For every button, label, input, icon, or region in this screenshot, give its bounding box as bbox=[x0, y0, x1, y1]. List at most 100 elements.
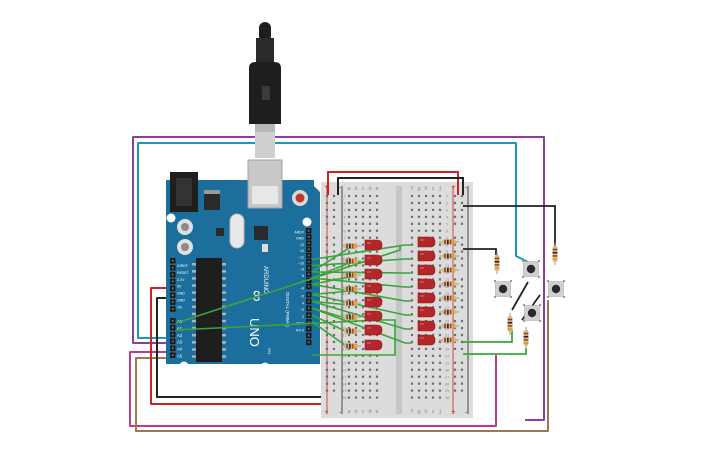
breadboard-column-label: i bbox=[431, 186, 434, 192]
breadboard-column-label: f bbox=[410, 409, 413, 415]
rail-plus-label: + bbox=[324, 409, 329, 416]
breadboard-row-label: 27 bbox=[445, 375, 449, 379]
digital-pin-label: ~11 bbox=[298, 255, 304, 259]
breadboard-row-label: 22 bbox=[445, 341, 449, 345]
breadboard-row-label: 5 bbox=[343, 222, 345, 226]
breadboard-row-label: 30 bbox=[342, 396, 346, 400]
power-pin-label: GND bbox=[177, 299, 185, 303]
breadboard-row-label: 29 bbox=[342, 389, 346, 393]
breadboard-row-label: 24 bbox=[445, 354, 449, 358]
outer-wires bbox=[129, 136, 549, 432]
arduino-board[interactable]: ∞ UNO ARDUINO DIGITAL (PWM~) ON IOREFRES… bbox=[166, 159, 320, 372]
breadboard-row-label: 18 bbox=[342, 313, 346, 317]
analog-pin-label: A1 bbox=[177, 326, 183, 331]
led bbox=[417, 236, 436, 248]
digital-pin-label: ~5 bbox=[300, 295, 304, 299]
breadboard-row-label: 7 bbox=[343, 236, 345, 240]
breadboard-row-label: 2 bbox=[446, 202, 448, 206]
board-model: UNO bbox=[247, 318, 262, 347]
led bbox=[417, 278, 436, 290]
breadboard-column-label: c bbox=[361, 186, 364, 192]
breadboard-row-label: 6 bbox=[446, 229, 448, 233]
button-resistors bbox=[494, 243, 558, 349]
led bbox=[364, 296, 383, 308]
wire-teal bbox=[137, 142, 529, 339]
wire-black-gnd bbox=[156, 297, 338, 398]
power-pin-label: IOREF bbox=[177, 264, 189, 268]
power-pin-label: 5V bbox=[177, 285, 182, 289]
breadboard-column-label: g bbox=[417, 409, 420, 415]
pushbutton-cap[interactable] bbox=[526, 264, 536, 274]
breadboard-row-label: 29 bbox=[445, 389, 449, 393]
rail-jumpers bbox=[327, 171, 464, 195]
breadboard-row-label: 11 bbox=[445, 264, 449, 268]
pushbuttons[interactable] bbox=[494, 260, 565, 322]
breadboard-row-label: 15 bbox=[342, 292, 346, 296]
pushbutton-cap[interactable] bbox=[527, 308, 537, 318]
wire-green bbox=[463, 330, 513, 343]
breadboard-row-label: 17 bbox=[445, 306, 449, 310]
breadboard-row-label: 16 bbox=[445, 299, 449, 303]
voltage-regulator bbox=[204, 194, 220, 210]
rail-minus-label: - bbox=[339, 409, 341, 416]
breadboard-column-label: b bbox=[354, 186, 357, 192]
breadboard-row-label: 23 bbox=[342, 348, 346, 352]
breadboard-row-label: 1 bbox=[343, 195, 345, 199]
led bbox=[417, 334, 436, 346]
breadboard-row-label: 23 bbox=[445, 348, 449, 352]
digital-pin-label: ~6 bbox=[300, 286, 304, 290]
breadboard-column-label: h bbox=[424, 409, 427, 415]
digital-pin-label: 2 bbox=[302, 315, 304, 319]
digital-pin-label: 12 bbox=[300, 249, 304, 253]
wire-green bbox=[311, 277, 412, 288]
breadboard-row-label: 24 bbox=[342, 354, 346, 358]
rail-plus-label: + bbox=[451, 184, 456, 191]
digital-pin-label: 8 bbox=[302, 274, 304, 278]
led bbox=[417, 264, 436, 276]
pushbutton-cap[interactable] bbox=[498, 284, 508, 294]
breadboard-row-label: 9 bbox=[343, 250, 345, 254]
breadboard-row-label: 14 bbox=[445, 285, 449, 289]
wire-brown bbox=[135, 300, 549, 432]
leds bbox=[364, 236, 436, 351]
on-led-label: ON bbox=[267, 348, 272, 354]
breadboard-column-label: j bbox=[438, 186, 441, 192]
resistors bbox=[341, 239, 459, 349]
breadboard-row-label: 1 bbox=[446, 195, 448, 199]
breadboard-row-label: 10 bbox=[342, 257, 346, 261]
breadboard-row-label: 26 bbox=[342, 368, 346, 372]
pushbutton-cap[interactable] bbox=[551, 284, 561, 294]
breadboard-column-label: g bbox=[417, 186, 420, 192]
breadboard-row-label: 17 bbox=[342, 306, 346, 310]
breadboard-row-label: 21 bbox=[445, 334, 449, 338]
breadboard-row-label: 2 bbox=[343, 202, 345, 206]
breadboard-column-label: h bbox=[424, 186, 427, 192]
wire-magenta bbox=[129, 351, 497, 427]
wire-green bbox=[311, 307, 412, 344]
breadboard-row-label: 4 bbox=[446, 215, 448, 219]
breadboard-row-label: 20 bbox=[445, 327, 449, 331]
digital-label: DIGITAL (PWM~) bbox=[285, 292, 290, 327]
breadboard-column-label: f bbox=[410, 186, 413, 192]
led bbox=[417, 250, 436, 262]
breadboard-row-label: 3 bbox=[446, 209, 448, 213]
wire-black-rail bbox=[337, 177, 464, 195]
digital-pin-label: AREF bbox=[294, 231, 304, 235]
breadboard-row-label: 7 bbox=[446, 236, 448, 240]
wire-black bbox=[463, 205, 556, 246]
wire-green bbox=[311, 244, 412, 261]
led bbox=[364, 324, 383, 336]
crystal bbox=[229, 213, 245, 249]
led bbox=[417, 306, 436, 318]
breadboard-row-label: 21 bbox=[342, 334, 346, 338]
wire-purple bbox=[132, 136, 545, 421]
breadboard-row-label: 3 bbox=[343, 209, 345, 213]
led bbox=[417, 320, 436, 332]
power-pin-label: RESET bbox=[177, 271, 190, 275]
breadboard-column-label: j bbox=[438, 409, 441, 415]
breadboard-row-label: 13 bbox=[342, 278, 346, 282]
wire-green bbox=[175, 319, 396, 356]
